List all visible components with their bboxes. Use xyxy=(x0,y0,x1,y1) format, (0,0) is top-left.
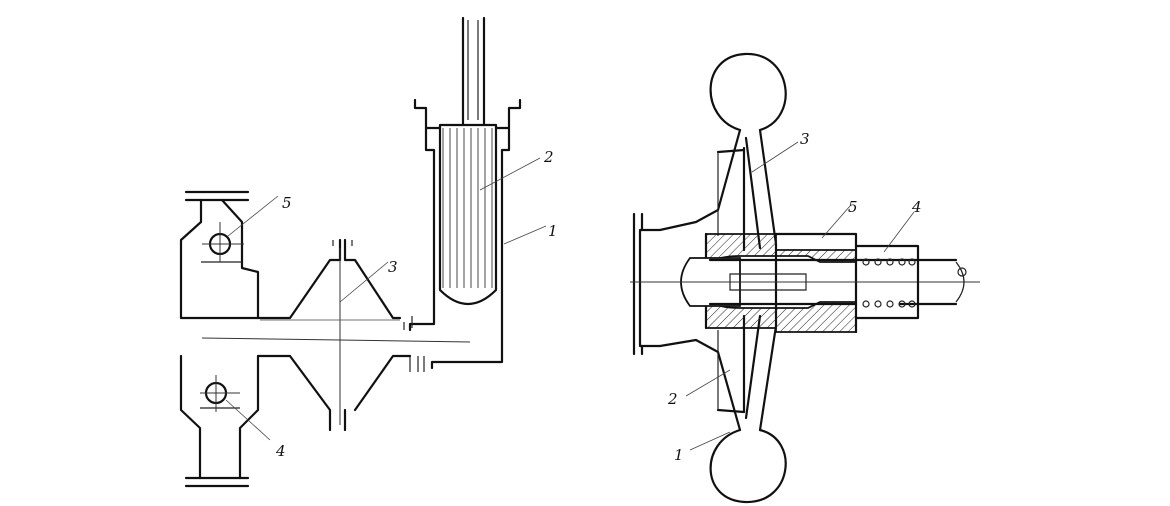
label-4-right: 4 xyxy=(911,198,922,216)
label-5-right: 5 xyxy=(848,198,858,216)
spring-4 xyxy=(854,244,920,320)
label-3-left: 3 xyxy=(388,258,398,276)
plunger-2 xyxy=(438,16,498,305)
ball-valve-4 xyxy=(200,375,240,412)
hub xyxy=(680,232,858,334)
label-1-right: 1 xyxy=(674,446,684,464)
separator-body xyxy=(179,190,471,488)
label-2-right: 2 xyxy=(667,390,678,408)
rotor-2 xyxy=(716,136,762,420)
casing-1 xyxy=(632,128,778,432)
left-diagram: 5 4 3 2 1 xyxy=(179,16,558,488)
right-diagram: 3 5 4 2 1 xyxy=(630,52,980,504)
label-1-left: 1 xyxy=(548,222,558,240)
label-3-right: 3 xyxy=(800,130,810,148)
label-2-left: 2 xyxy=(543,148,554,166)
bulbs xyxy=(709,52,787,504)
left-leaders xyxy=(225,157,547,441)
label-5-left: 5 xyxy=(282,194,292,212)
right-leaders xyxy=(685,141,915,451)
shaft xyxy=(630,258,980,306)
ball-valve-5 xyxy=(202,222,244,262)
vessel-1 xyxy=(403,98,522,372)
label-4-left: 4 xyxy=(275,442,286,460)
